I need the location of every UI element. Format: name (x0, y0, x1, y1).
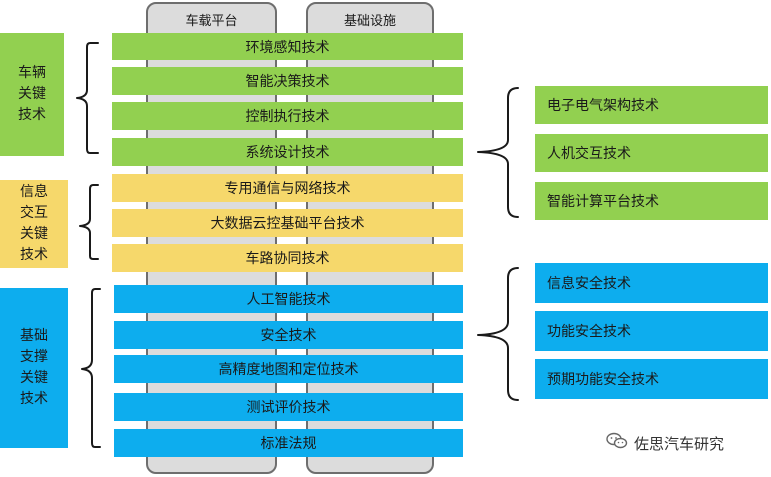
left-bracket-foundation-support (81, 288, 101, 448)
tech-bar-test-evaluation: 测试评价技术 (114, 393, 463, 421)
category-line: 车辆 (18, 65, 46, 81)
tech-bar-control-execution: 控制执行技术 (112, 102, 463, 130)
category-line: 关键 (20, 370, 48, 386)
category-line: 关键 (20, 226, 48, 242)
tech-bar-dedicated-communication: 专用通信与网络技术 (112, 174, 463, 202)
tech-bar-environment-perception: 环境感知技术 (112, 33, 463, 60)
category-line: 信息 (20, 184, 48, 200)
pillar-label-vehicle-platform: 车载平台 (185, 14, 238, 29)
right-box-sotif: 预期功能安全技术 (535, 359, 768, 399)
tech-bar-intelligent-decision: 智能决策技术 (112, 67, 463, 95)
category-line: 基础 (20, 328, 48, 344)
right-box-ee-architecture: 电子电气架构技术 (535, 86, 768, 124)
category-vehicle-key-tech: 车辆 关键 技术 (0, 33, 64, 156)
right-box-hmi: 人机交互技术 (535, 134, 768, 172)
tech-bar-vehicle-road-cooperation: 车路协同技术 (112, 244, 463, 272)
right-box-computing-platform: 智能计算平台技术 (535, 182, 768, 220)
right-box-functional-safety: 功能安全技术 (535, 311, 768, 351)
right-bracket-blue (477, 267, 519, 401)
right-bracket-green (477, 87, 519, 218)
category-foundation-support-key-tech: 基础 支撑 关键 技术 (0, 288, 68, 448)
tech-bar-hd-map-positioning: 高精度地图和定位技术 (114, 355, 463, 383)
tech-bar-system-design: 系统设计技术 (112, 138, 463, 166)
pillar-label-infrastructure: 基础设施 (343, 14, 396, 29)
right-box-information-security: 信息安全技术 (535, 263, 768, 303)
tech-bar-big-data-cloud-platform: 大数据云控基础平台技术 (112, 209, 463, 237)
watermark-text: 佐思汽车研究 (634, 434, 725, 453)
left-bracket-info-interaction (79, 184, 99, 260)
tech-bar-standards-regulations: 标准法规 (114, 429, 463, 457)
wechat-icon (606, 432, 628, 454)
watermark: 佐思汽车研究 (606, 432, 724, 454)
category-line: 技术 (20, 391, 48, 407)
left-bracket-vehicle (76, 42, 99, 154)
category-line: 支撑 (20, 349, 48, 365)
category-line: 技术 (18, 107, 46, 123)
tech-bar-security: 安全技术 (114, 321, 463, 349)
tech-bar-artificial-intelligence: 人工智能技术 (114, 285, 463, 313)
category-info-interaction-key-tech: 信息 交互 关键 技术 (0, 180, 68, 268)
category-line: 技术 (20, 247, 48, 263)
category-line: 交互 (20, 205, 48, 221)
category-line: 关键 (18, 86, 46, 102)
